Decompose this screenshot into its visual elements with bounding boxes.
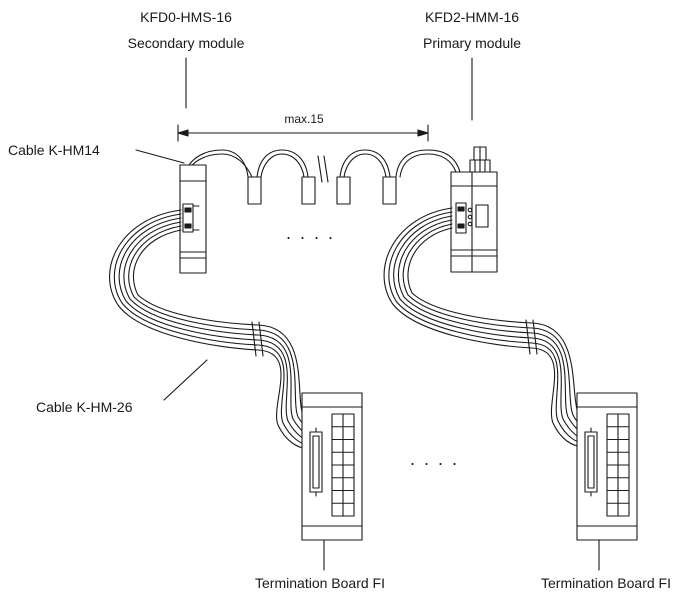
ellipsis-bottom: . . . . xyxy=(410,449,460,469)
leader-cable-hm14 xyxy=(135,149,185,164)
secondary-name-label: Secondary module xyxy=(127,35,245,51)
dimension-line xyxy=(177,124,429,142)
termination-board-right xyxy=(576,392,638,541)
primary-part-label: KFD2-HMM-16 xyxy=(424,9,520,25)
primary-name-label: Primary module xyxy=(422,35,522,51)
primary-module xyxy=(450,146,498,273)
ribbon-cable-left xyxy=(109,209,316,449)
termination-right-label: Termination Board FI xyxy=(541,575,671,591)
termination-board-left xyxy=(301,392,363,541)
cable-hm26-label: Cable K-HM-26 xyxy=(36,399,133,415)
leader-cable-hm26 xyxy=(163,359,208,401)
ellipsis-top: . . . . xyxy=(286,223,336,243)
distance-label: max.15 xyxy=(284,112,324,126)
secondary-module xyxy=(179,164,207,274)
secondary-part-label: KFD0-HMS-16 xyxy=(140,9,232,25)
bus-cable-hm14 xyxy=(185,149,461,205)
cable-hm14-label: Cable K-HM14 xyxy=(8,142,100,158)
termination-left-label: Termination Board FI xyxy=(255,575,385,591)
